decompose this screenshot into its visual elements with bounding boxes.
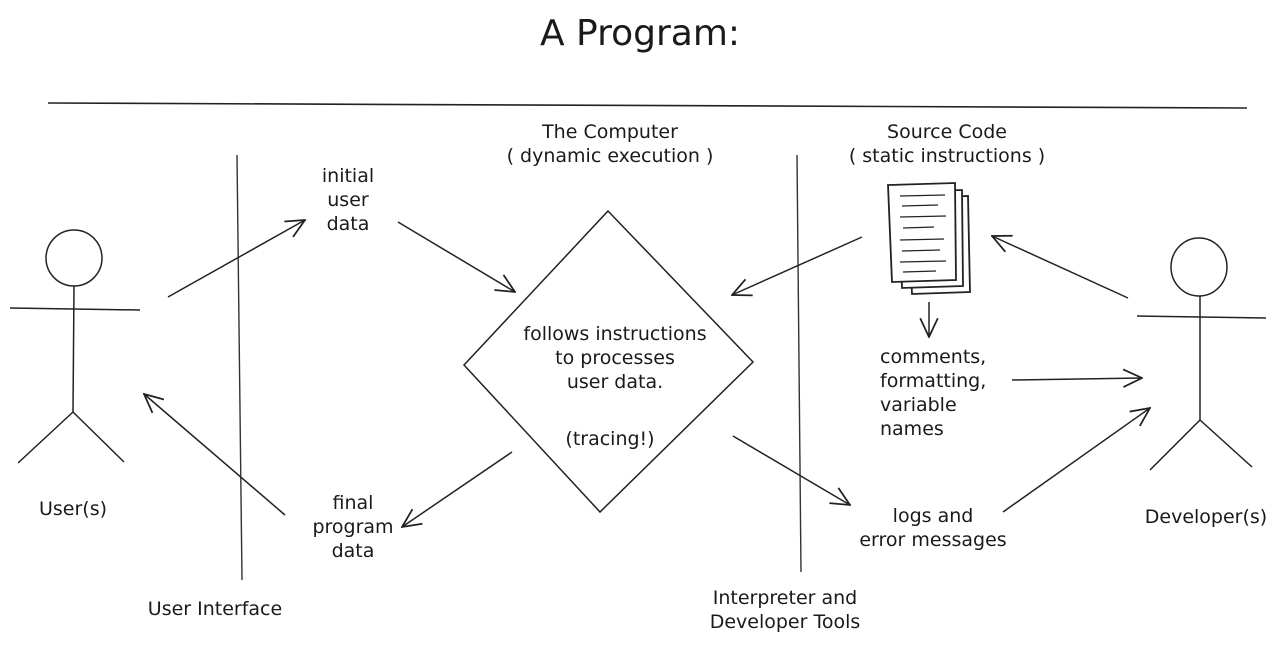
arrow-initial-data-to-computer (397, 221, 515, 292)
arrow-computer-to-final-data (402, 451, 513, 527)
arrow-comments-to-developer (1011, 378, 1142, 380)
page-title: A Program: (539, 13, 741, 54)
source-code-label: Source Code ( static instructions ) (848, 121, 1046, 167)
arrow-computer-to-logs (732, 435, 850, 505)
title-divider (47, 102, 1248, 109)
arrow-final-data-to-user (144, 394, 286, 516)
interpreter-boundary (796, 154, 802, 573)
interpreter-label: Interpreter and Developer Tools (709, 587, 861, 633)
comments-label: comments, formatting, variable names (880, 346, 987, 440)
arrow-user-to-initial-data (167, 220, 305, 298)
developer-figure (1136, 237, 1267, 471)
computer-label: The Computer ( dynamic execution ) (506, 121, 714, 167)
initial-data-label: initial user data (321, 165, 375, 235)
tracing-label: (tracing!) (565, 428, 655, 450)
source-code-document-icon (887, 182, 971, 295)
user-interface-boundary (236, 154, 243, 581)
computer-diamond (462, 209, 755, 514)
users-label: User(s) (38, 498, 108, 520)
process-label: follows instructions to processes user d… (523, 323, 707, 393)
user-figure (9, 229, 141, 464)
arrow-source-to-computer (732, 236, 863, 295)
arrow-logs-to-developer (1002, 408, 1150, 513)
developers-label: Developer(s) (1144, 506, 1268, 528)
arrow-developer-to-source (992, 236, 1129, 299)
user-interface-label: User Interface (147, 598, 283, 620)
final-data-label: final program data (312, 492, 394, 562)
logs-label: logs and error messages (859, 505, 1007, 551)
